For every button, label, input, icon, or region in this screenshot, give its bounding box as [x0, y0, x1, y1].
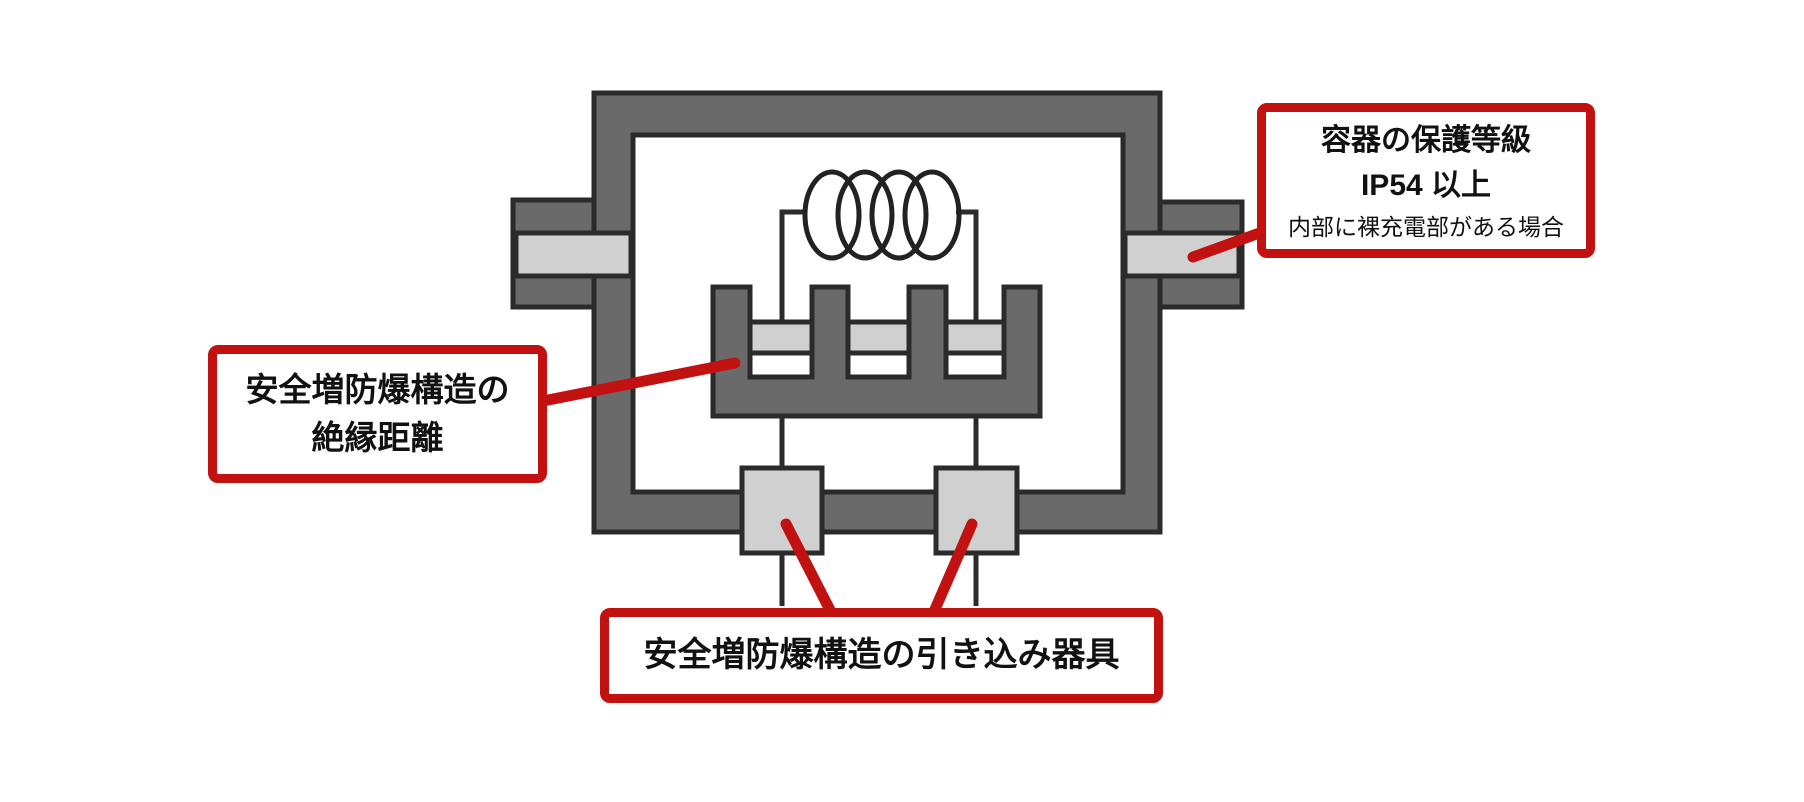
cable-gland-left [739, 465, 825, 556]
callout-entry-device: 安全増防爆構造の引き込み器具 [600, 608, 1163, 703]
bushing-right [1122, 230, 1242, 279]
coil-turn-2 [835, 169, 895, 261]
leader-entry-right [927, 518, 978, 620]
insulation-bar-3 [943, 319, 1007, 356]
coil-turn-3 [869, 169, 929, 261]
leader-insulation-distance [532, 357, 741, 408]
protection-rating-title-line2: IP54 以上 [1360, 168, 1492, 202]
coil-lead-left [779, 209, 806, 322]
leader-protection-rating [1187, 225, 1271, 263]
insulation-bar-2 [845, 319, 912, 356]
callout-insulation-distance: 安全増防爆構造の 絶縁距離 [208, 345, 547, 483]
coil-turn-4 [902, 169, 962, 261]
coil-turn-1 [802, 169, 862, 261]
insulation-bar-1 [747, 319, 815, 356]
insulation-distance-line1: 安全増防爆構造の [245, 371, 510, 409]
insulation-distance-line2: 絶縁距離 [311, 419, 444, 456]
protection-rating-title-line1: 容器の保護等級 [1321, 123, 1531, 157]
protection-rating-note: 内部に裸充電部がある場合 [1288, 213, 1564, 240]
cable-gland-right [933, 465, 1020, 556]
leader-entry-left [780, 518, 838, 620]
terminal-block [710, 284, 1043, 419]
callout-protection-rating: 容器の保護等級 IP54 以上 内部に裸充電部がある場合 [1257, 103, 1595, 258]
bushing-left [513, 230, 634, 279]
entry-device-title: 安全増防爆構造の引き込み器具 [643, 636, 1120, 674]
coil-lead-right [956, 209, 979, 322]
